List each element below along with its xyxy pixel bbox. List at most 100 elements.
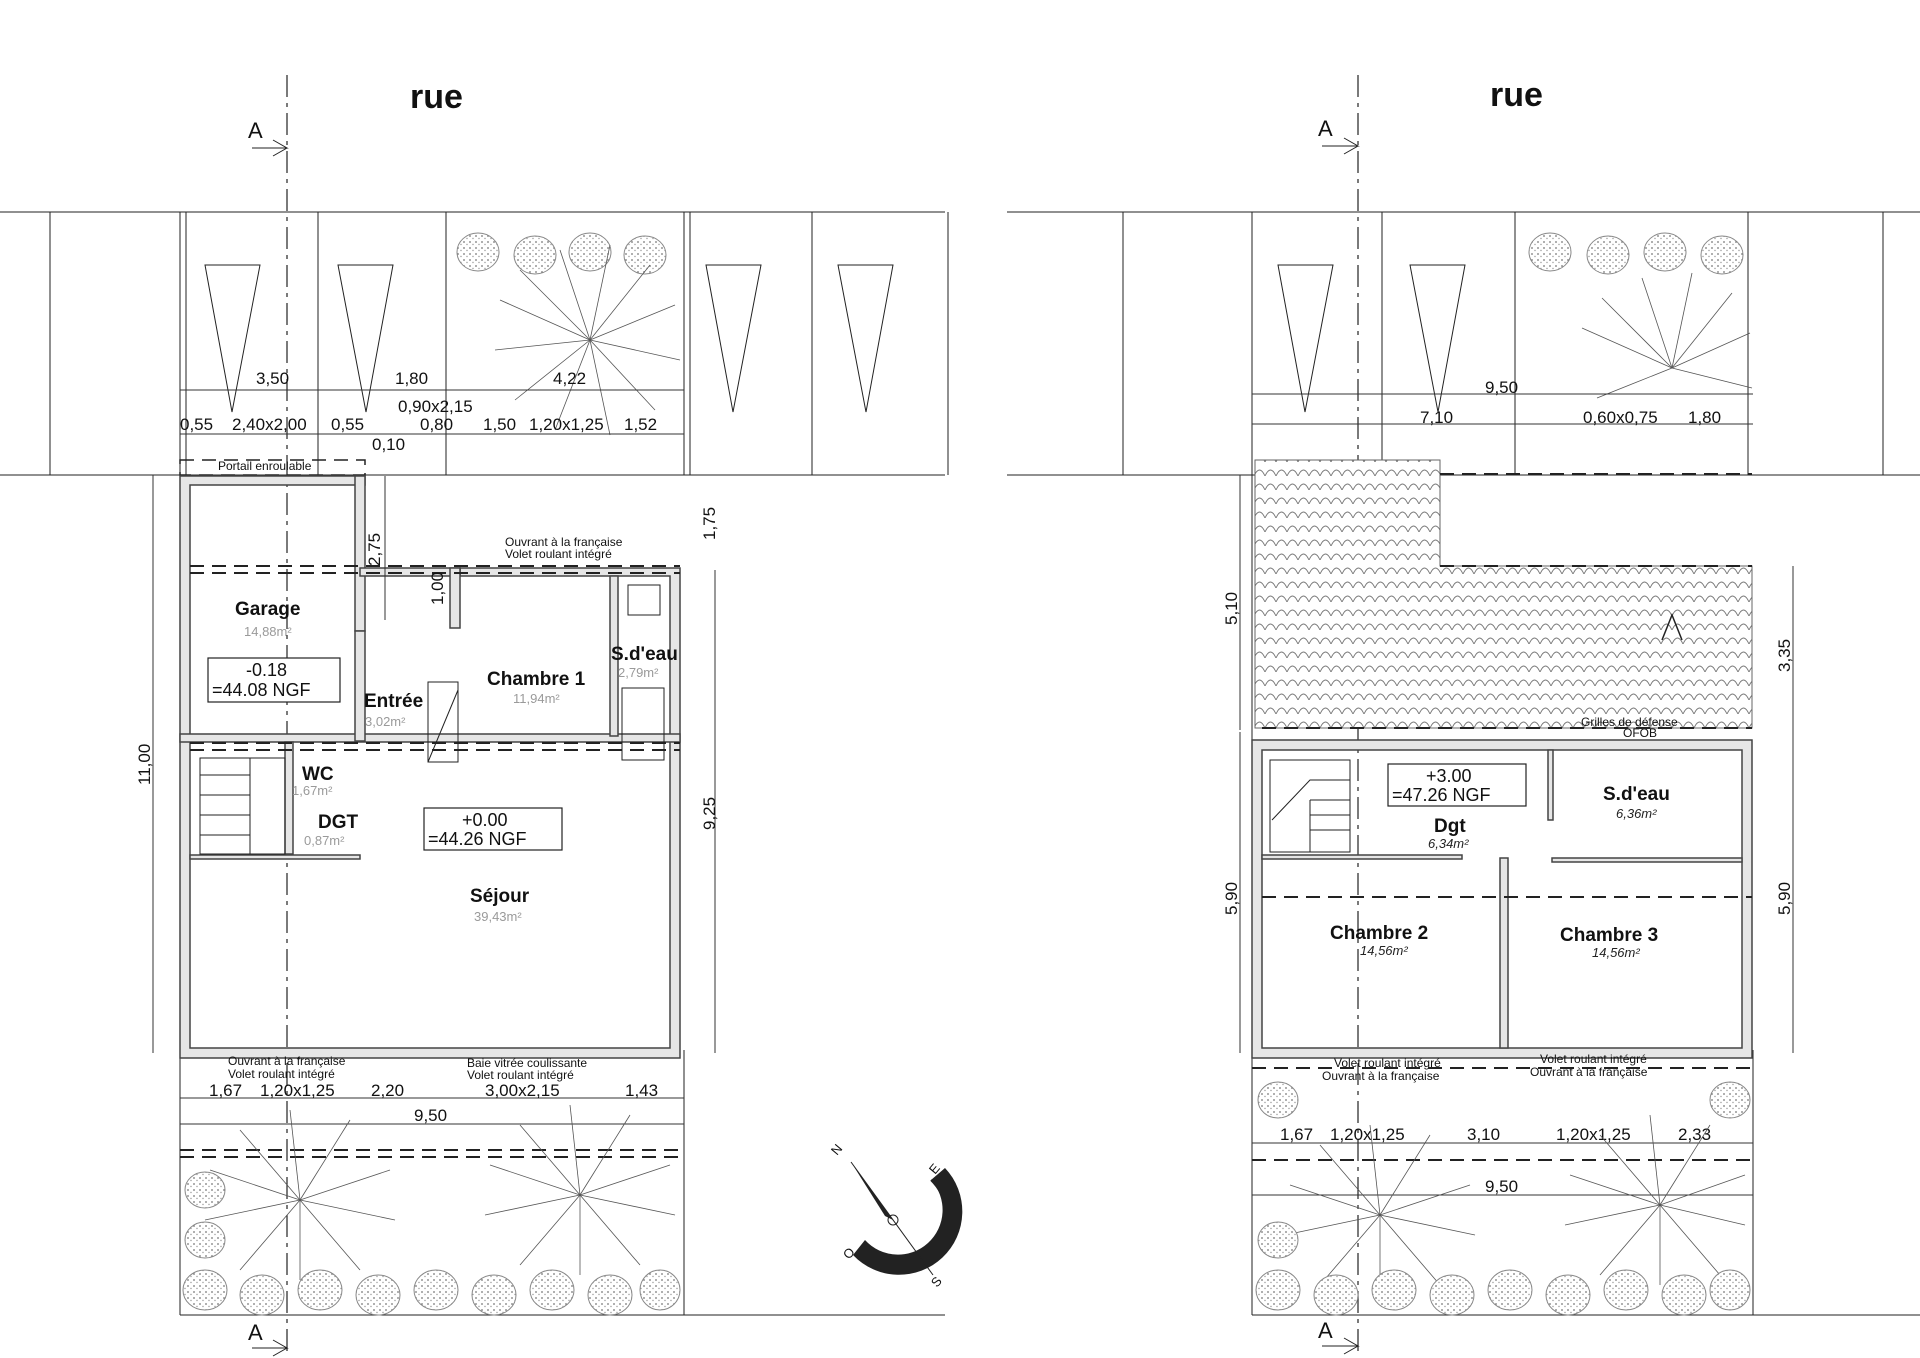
level-first-2: =47.26 NGF: [1392, 785, 1491, 805]
dim-r2-2: 1,80: [1688, 408, 1721, 427]
room-chambre-2-area: 14,56m²: [1360, 943, 1408, 958]
dim-row2-4: 1,50: [483, 415, 516, 434]
dim-bottom-r0: 1,67: [1280, 1125, 1313, 1144]
room-entree-area: 3,02m²: [365, 714, 406, 729]
dim-590-l: 5,90: [1222, 882, 1241, 915]
room-chambre-1-area: 11,94m²: [513, 691, 560, 706]
staircase: [199, 757, 286, 855]
tree-bottom-2: [484, 1104, 676, 1275]
room-sdeau-2-area: 6,36m²: [1616, 806, 1657, 821]
section-marker-top: A: [248, 118, 263, 143]
dim-row2-6: 1,52: [624, 415, 657, 434]
window-note-2: Volet roulant intégré: [505, 547, 612, 561]
dim-bottom-1: 1,20x1,25: [260, 1081, 335, 1100]
tree-top: [494, 244, 681, 436]
room-chambre-1: Chambre 1: [487, 669, 586, 690]
grille-note-1: Grilles de défense: [1581, 715, 1678, 729]
dim-row2-2: 0,55: [331, 415, 364, 434]
room-chambre-3-area: 14,56m²: [1592, 945, 1640, 960]
room-dgt-2-area: 6,34m²: [1428, 836, 1469, 851]
outer-walls-2: [1251, 739, 1753, 1059]
room-dgt-2: Dgt: [1434, 816, 1466, 837]
dim-335: 3,35: [1775, 639, 1794, 672]
dim-bottom-4: 1,43: [625, 1081, 658, 1100]
dim-590-r: 5,90: [1775, 882, 1794, 915]
dim-bottom-r3: 1,20x1,25: [1556, 1125, 1631, 1144]
bottom-note-l2: Volet roulant intégré: [228, 1067, 335, 1081]
dim-510: 5,10: [1222, 592, 1241, 625]
section-marker-top-2: A: [1318, 116, 1333, 141]
room-sejour-area: 39,43m²: [474, 909, 522, 924]
dim-100: 1,00: [428, 572, 447, 605]
dim-bottom-r2: 3,10: [1467, 1125, 1500, 1144]
dim-row2-1: 2,40x2,00: [232, 415, 307, 434]
dim-bottom-r4: 2,33: [1678, 1125, 1711, 1144]
dim-950: 9,50: [414, 1106, 447, 1125]
dim-010: 0,10: [372, 435, 405, 454]
bottom-note-r2: Volet roulant intégré: [467, 1068, 574, 1082]
room-garage: Garage: [235, 599, 300, 620]
dim-bottom-r1: 1,20x1,25: [1330, 1125, 1405, 1144]
dim-175: 1,75: [700, 507, 719, 540]
gate-note: Portail enroulable: [218, 459, 312, 473]
dim-row2-0: 0,55: [180, 415, 213, 434]
bottom-note-r1-2: Volet roulant intégré: [1540, 1052, 1647, 1066]
compass-s: S: [928, 1273, 945, 1290]
room-wc-area: 1,67m²: [292, 783, 333, 798]
section-marker-bottom: A: [248, 1320, 263, 1345]
room-garage-area: 14,88m²: [244, 624, 292, 639]
bottom-note-l1: Ouvrant à la française: [228, 1054, 346, 1068]
bottom-note-r2-2: Ouvrant à la française: [1530, 1065, 1648, 1079]
dim-bottom-2: 2,20: [371, 1081, 404, 1100]
street-label: rue: [410, 78, 463, 116]
compass-o: O: [840, 1245, 858, 1262]
tree-bottom-1: [204, 1109, 396, 1280]
tree-top-2: [1581, 272, 1753, 399]
room-sdeau: S.d'eau: [611, 644, 678, 665]
dim-top-3: 4,22: [553, 369, 586, 388]
compass-rose: N E S O: [828, 1141, 963, 1290]
room-sdeau-2: S.d'eau: [1603, 784, 1670, 805]
room-chambre-3: Chambre 3: [1560, 925, 1658, 946]
dim-door: 0,90x2,15: [398, 397, 473, 416]
window-note-1: Ouvrant à la française: [505, 535, 623, 549]
bottom-note-l2-2: Ouvrant à la française: [1322, 1069, 1440, 1083]
shrub-row-top-2: [1528, 232, 1744, 275]
roof-tiles: [1254, 459, 1753, 729]
dim-1100: 11,00: [135, 744, 154, 785]
ground-floor-plan: rue: [0, 75, 949, 1357]
room-sejour: Séjour: [470, 886, 530, 907]
room-sdeau-area: 2,79m²: [618, 665, 659, 680]
dim-row2-3: 0,80: [420, 415, 453, 434]
room-wc: WC: [302, 764, 334, 785]
level-main-2: =44.26 NGF: [428, 829, 527, 849]
first-floor-plan: rue A A 9,50 7,10: [1007, 75, 1920, 1355]
dim-275: 2,75: [365, 533, 384, 566]
room-entree: Entrée: [364, 691, 423, 712]
dim-950-top: 9,50: [1485, 378, 1518, 397]
dim-925: 9,25: [700, 797, 719, 830]
level-garage-2: =44.08 NGF: [212, 680, 311, 700]
room-chambre-2: Chambre 2: [1330, 923, 1428, 944]
room-dgt: DGT: [318, 812, 359, 833]
tree-bottom-3: [1284, 1124, 1476, 1295]
grille-note-2: OFOB: [1623, 726, 1657, 740]
dim-top-2: 1,80: [395, 369, 428, 388]
bottom-note-r1: Baie vitrée coulissante: [467, 1056, 587, 1070]
street-label-2: rue: [1490, 76, 1543, 114]
dim-bottom-0: 1,67: [209, 1081, 242, 1100]
dim-top-1: 3,50: [256, 369, 289, 388]
dim-950-bottom-2: 9,50: [1485, 1177, 1518, 1196]
bottom-note-l1-2: Volet roulant intégré: [1334, 1056, 1441, 1070]
level-garage-1: -0.18: [246, 660, 287, 680]
shrub-row-top: [456, 232, 667, 275]
compass-n: N: [828, 1141, 846, 1158]
dim-r2-0: 7,10: [1420, 408, 1453, 427]
dim-r2-1: 0,60x0,75: [1583, 408, 1658, 427]
section-marker-bottom-2: A: [1318, 1318, 1333, 1343]
tree-bottom-4: [1564, 1114, 1746, 1285]
level-main-1: +0.00: [462, 810, 508, 830]
shrub-row-bottom: [182, 1171, 681, 1316]
room-dgt-area: 0,87m²: [304, 833, 345, 848]
